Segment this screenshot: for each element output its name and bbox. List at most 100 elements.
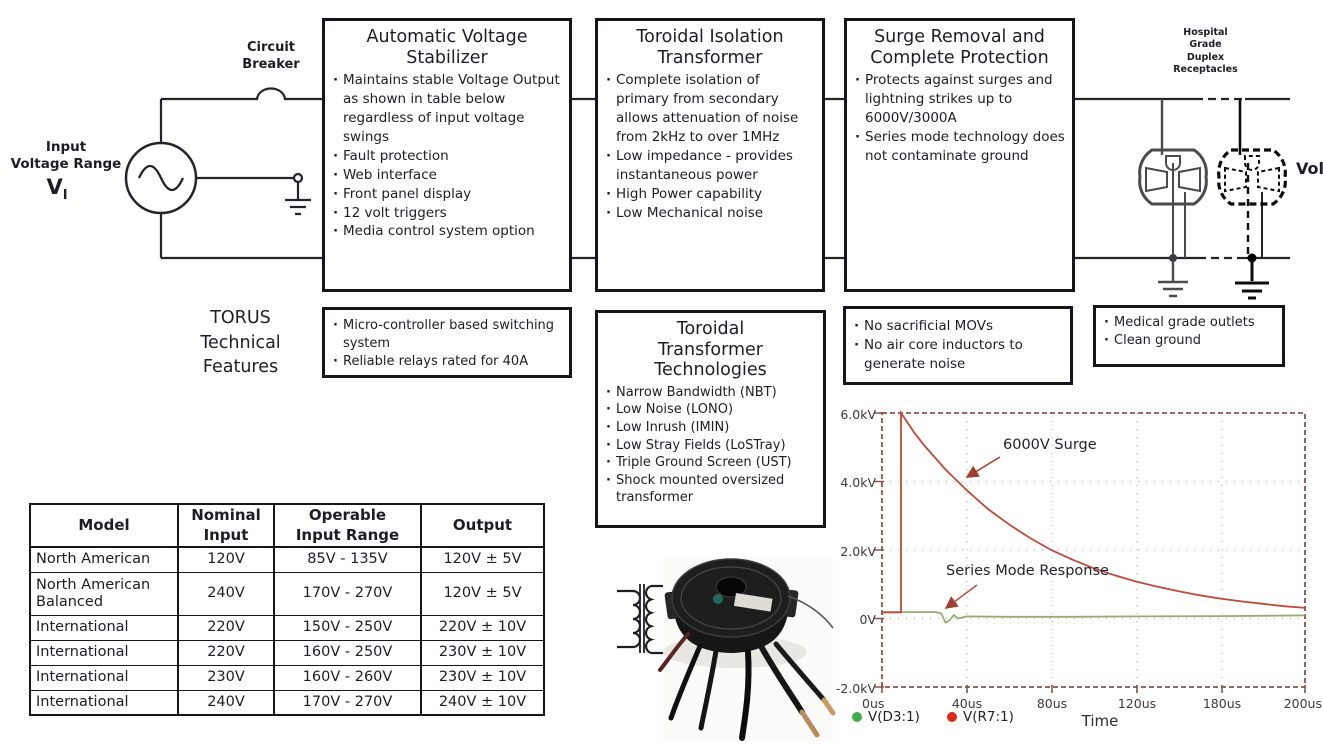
table-cell: 170V - 270V (273, 689, 421, 715)
flow-box-stabilizer: Automatic Voltage Stabilizer Maintains s… (322, 18, 572, 292)
bullet-item: Shock mounted oversized transformer (605, 472, 816, 507)
table-cell: International (29, 614, 178, 640)
table-cell: 120V ± 5V (420, 571, 544, 615)
transformer-tech-box: Toroidal Transformer Technologies Narrow… (595, 310, 826, 528)
bullet-item: Web interface (332, 166, 562, 185)
surge-curve (882, 410, 1306, 614)
table-row: International 220V 150V - 250V 220V ± 10… (29, 614, 544, 640)
y-tick-label: 6.0kV (840, 407, 876, 422)
bullet-item: Protects against surges and lightning st… (854, 71, 1065, 128)
x-tick-label: 40us (951, 696, 983, 711)
legend-dot-red (947, 712, 957, 722)
input-voltage-range-label: Input Voltage Range (10, 139, 122, 172)
circuit-breaker-icon (161, 87, 322, 101)
flow-box-isolation-transformer: Toroidal Isolation Transformer Complete … (595, 18, 825, 292)
bullet-item: Reliable relays rated for 40A (332, 353, 562, 371)
bullet-item: Complete isolation of primary from secon… (605, 71, 815, 147)
chart-frame (874, 410, 1306, 693)
table-row: North American Balanced 240V 170V - 270V… (29, 571, 544, 615)
col-header: Model (29, 504, 178, 548)
input-voltage-symbol: VI (2, 175, 112, 203)
table-cell: North American (29, 546, 178, 572)
col-header: Output (420, 504, 544, 548)
box-title: Toroidal Transformer Technologies (654, 319, 767, 381)
table-cell: 85V - 135V (273, 546, 421, 572)
x-tick-label: 180us (1202, 696, 1242, 711)
response-annotation-arrow (944, 584, 978, 609)
table-cell: 120V ± 5V (420, 546, 544, 572)
bullet-item: Maintains stable Voltage Output as shown… (332, 71, 562, 147)
table-cell: 240V (177, 571, 274, 615)
table-cell: 230V (177, 664, 274, 690)
table-row: North American 120V 85V - 135V 120V ± 5V (29, 546, 544, 572)
bullet-item: Low Inrush (IMIN) (605, 419, 816, 437)
table-row: International 230V 160V - 260V 230V ± 10… (29, 664, 544, 690)
response-annotation: Series Mode Response (946, 563, 1109, 579)
bullet-item: Front panel display (332, 185, 562, 204)
table-cell: 230V ± 10V (420, 664, 544, 690)
duplex-outlet-dashed-icon (1217, 99, 1287, 300)
ground-icon (285, 182, 311, 216)
ground-icon (1235, 262, 1269, 300)
table-cell: 220V ± 10V (420, 614, 544, 640)
table-row: International 220V 160V - 250V 230V ± 10… (29, 639, 544, 665)
box-title: Surge Removal and Complete Protection (870, 27, 1049, 68)
table-header-row: Model Nominal Input Operable Input Range… (29, 504, 544, 548)
bullet-item: Low impedance - provides instantaneous p… (605, 147, 815, 185)
legend-dot-green (852, 712, 862, 722)
bullet-item: Micro-controller based switching system (332, 317, 562, 353)
bullet-item: Medical grade outlets (1103, 314, 1275, 332)
legend-item: V(R7:1) (947, 709, 1014, 725)
y-tick-label: -2.0kV (835, 681, 876, 696)
bullet-item: Triple Ground Screen (UST) (605, 454, 816, 472)
table-cell: North American Balanced (29, 571, 178, 615)
stabilizer-features-box: Micro-controller based switching system … (322, 307, 572, 378)
table-cell: 220V (177, 614, 274, 640)
bullet-item: Low Mechanical noise (605, 204, 815, 223)
x-tick-label: 120us (1117, 696, 1157, 711)
bullet-item: Low Stray Fields (LoSTray) (605, 437, 816, 455)
table-cell: 170V - 270V (273, 571, 421, 615)
symbol-v-sub: I (62, 188, 68, 204)
y-tick-label: 4.0kV (840, 475, 876, 490)
x-tick-label: 0us (862, 696, 885, 711)
bullet-item: Low Noise (LONO) (605, 401, 816, 419)
bullet-item: No sacrificial MOVs (853, 317, 1063, 336)
table-cell: International (29, 639, 178, 665)
y-tick-label: 2.0kV (840, 544, 876, 559)
y-tick-label: 0V (859, 612, 876, 627)
table-cell: 120V (177, 546, 274, 572)
response-curve (881, 611, 1306, 624)
ground-icon (1158, 262, 1188, 298)
vol-label: Vol (1296, 159, 1323, 178)
table-cell: International (29, 664, 178, 690)
legend-label: V(D3:1) (868, 709, 920, 725)
duplex-outlet-icon (1138, 99, 1208, 298)
receptacles-label: Hospital Grade Duplex Receptacles (1173, 27, 1238, 76)
table-cell: 160V - 260V (273, 664, 421, 690)
input-circuit (124, 87, 322, 260)
table-cell: 240V (177, 689, 274, 715)
table-cell: 150V - 250V (273, 614, 421, 640)
legend-label: V(R7:1) (963, 709, 1014, 725)
outlet-features-box: Medical grade outlets Clean ground (1093, 305, 1285, 367)
legend-item: V(D3:1) (852, 709, 920, 725)
surge-annotation-arrow (965, 456, 1001, 478)
x-axis-title: Time (1081, 712, 1119, 730)
bullet-item: Media control system option (332, 222, 562, 241)
table-row: International 240V 170V - 270V 240V ± 10… (29, 689, 544, 715)
box-title: Automatic Voltage Stabilizer (366, 27, 528, 68)
surge-features-box: No sacrificial MOVs No air core inductor… (843, 306, 1073, 385)
transformer-photo (658, 558, 836, 742)
x-tick-label: 200us (1283, 696, 1322, 711)
bullet-item: Series mode technology does not contamin… (854, 128, 1065, 166)
bullet-item: No air core inductors to generate noise (853, 336, 1063, 374)
torus-features-heading: TORUS Technical Features (200, 308, 281, 377)
table-cell: 240V ± 10V (420, 689, 544, 715)
bus-wires (572, 97, 1290, 260)
table-cell: 220V (177, 639, 274, 665)
surge-annotation: 6000V Surge (1003, 437, 1097, 453)
bullet-item: High Power capability (605, 185, 815, 204)
x-tick-label: 80us (1036, 696, 1068, 711)
